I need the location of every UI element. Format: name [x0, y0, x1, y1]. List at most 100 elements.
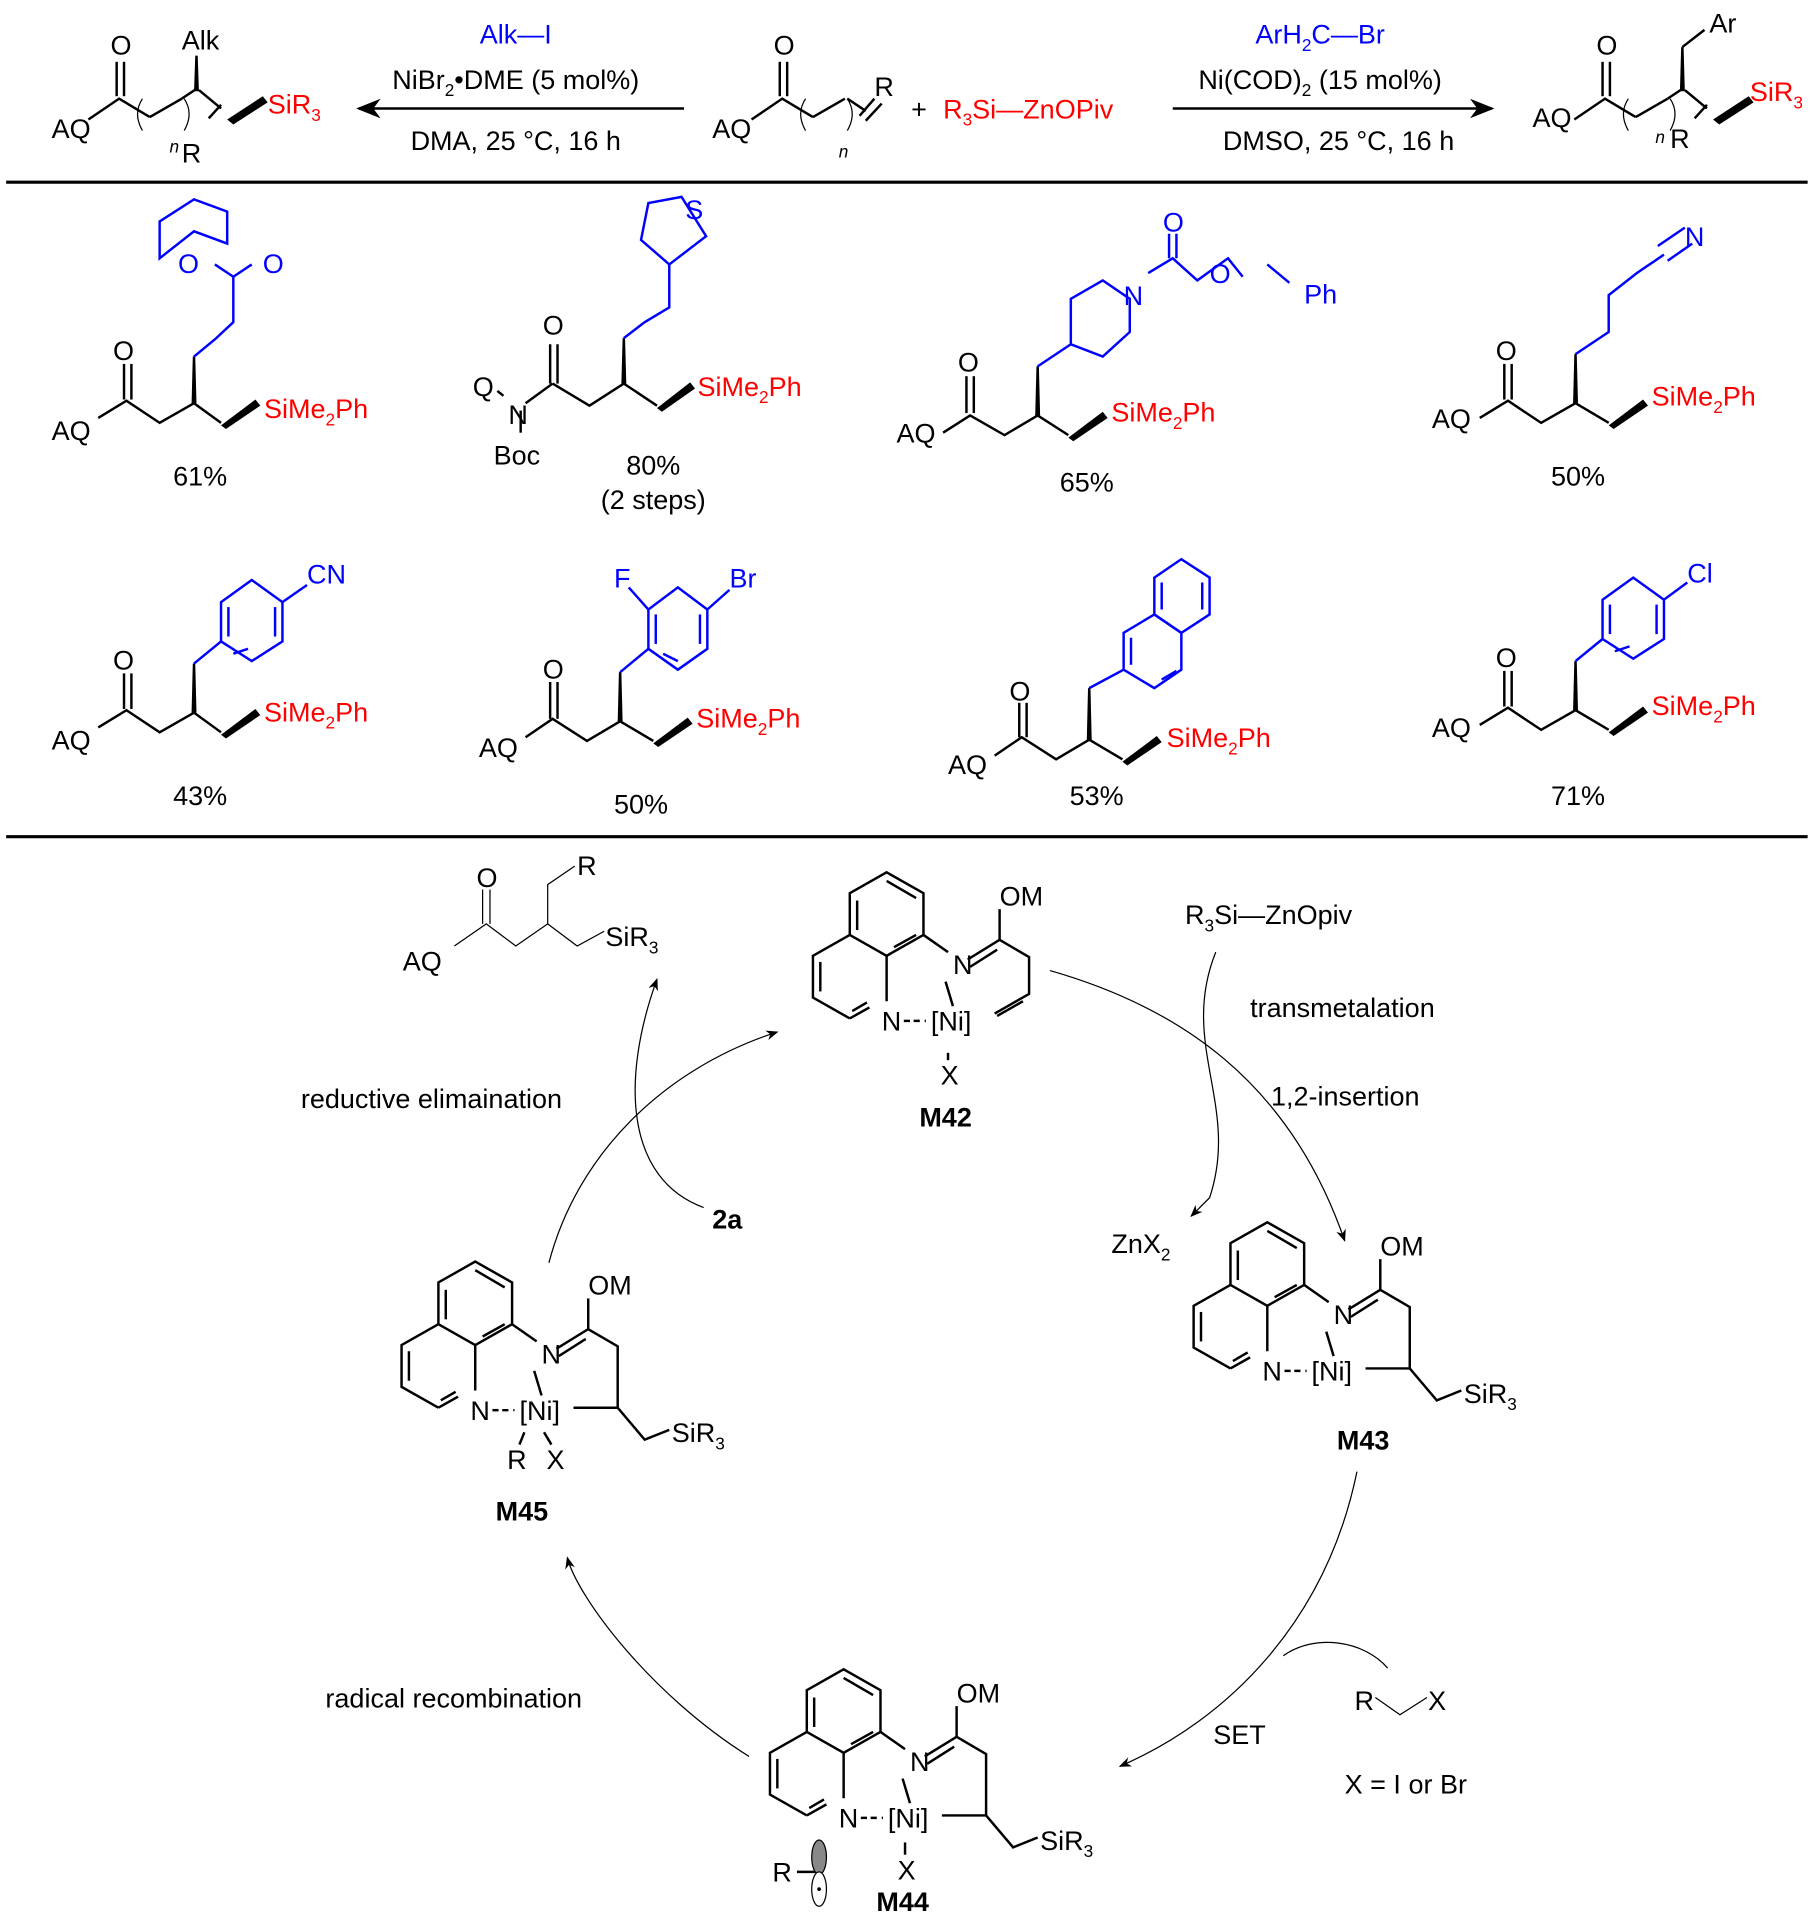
- thiophane-s: S: [685, 195, 703, 225]
- silyl-label: SiMe2Ph: [1652, 382, 1756, 417]
- quinoline-n: N: [470, 1396, 489, 1426]
- aq-label: AQ: [52, 416, 91, 446]
- enolate-om: OM: [1380, 1231, 1423, 1261]
- silyl-label: SiMe2Ph: [264, 697, 368, 732]
- enolate-om: OM: [957, 1678, 1001, 1708]
- carbonyl-o: O: [774, 30, 795, 60]
- nickel-center: [Ni]: [888, 1804, 929, 1834]
- alkyl-halide: R X X = I or Br: [1345, 1686, 1467, 1800]
- arrow-insertion: [1049, 969, 1346, 1242]
- scope-compound-7: O AQ SiMe2Ph 53%: [948, 557, 1271, 811]
- yield-label: 80%: [626, 450, 680, 480]
- amide-n: N: [910, 1747, 930, 1777]
- zinc-byproduct: ZnX2: [1111, 1229, 1170, 1264]
- cycle-product: O AQ R SiR3: [403, 851, 659, 977]
- ar-label: Ar: [1709, 8, 1736, 38]
- intermediate-m45: N N [Ni] R X OM SiR3 M45: [400, 1260, 725, 1527]
- halide-note: X = I or Br: [1345, 1769, 1467, 1799]
- quinoline-n: N: [1262, 1357, 1282, 1387]
- carbonyl-o: O: [958, 347, 979, 377]
- alk-i-reagent: Alk—I: [480, 19, 552, 49]
- aq-label: AQ: [403, 947, 442, 977]
- yield-note: (2 steps): [601, 485, 706, 515]
- step-transmetalation: transmetalation: [1250, 993, 1435, 1023]
- aq-label: AQ: [1432, 713, 1471, 743]
- aq-label: AQ: [52, 726, 91, 756]
- carbonyl-o: O: [476, 863, 497, 893]
- carbonyl-o: O: [543, 654, 564, 684]
- yield-label: 43%: [173, 781, 227, 811]
- nicod-catalyst: Ni(COD)2 (15 mol%): [1198, 65, 1442, 100]
- quinoline-n: N: [882, 1007, 902, 1037]
- scope-compound-5: CN O AQ SiMe2Ph 43%: [52, 560, 369, 811]
- dioxane-o1: O: [178, 249, 199, 279]
- header-reaction: O AQ Alk n R SiR3 Alk—I NiBr2•DME (5 mol…: [52, 8, 1803, 168]
- scope-compound-3: N O O Ph O AQ SiMe2Ph 65%: [896, 207, 1337, 497]
- alkyl-halide-r: R: [1354, 1686, 1374, 1716]
- nibr2-catalyst: NiBr2•DME (5 mol%): [392, 65, 639, 100]
- carbonyl-o: O: [113, 336, 134, 366]
- arrow-reductive-elimination: [634, 977, 704, 1209]
- scope-compound-8: Cl O AQ SiMe2Ph 71%: [1432, 559, 1756, 811]
- right-product: O AQ Ar n R SiR3: [1533, 8, 1803, 153]
- right-conditions: DMSO, 25 °C, 16 h: [1223, 126, 1454, 156]
- catalytic-cycle: O AQ R SiR3 N N [Ni] X OM M42: [301, 851, 1517, 1917]
- chloro-label: Cl: [1687, 559, 1713, 589]
- aq-label: AQ: [896, 419, 935, 449]
- scope-compound-6: F Br O AQ SiMe2Ph 50%: [479, 563, 800, 819]
- aq-label: AQ: [1432, 404, 1471, 434]
- amide-n: N: [1334, 1300, 1354, 1330]
- carbonyl-o: O: [1009, 676, 1030, 706]
- quinoline-n: N: [839, 1804, 859, 1834]
- carbamate-o: O: [1163, 207, 1184, 237]
- left-product: O AQ Alk n R SiR3: [52, 26, 321, 169]
- n-label: n: [839, 142, 849, 162]
- halide-x: X: [941, 1061, 959, 1091]
- left-conditions: DMA, 25 °C, 16 h: [411, 126, 621, 156]
- silylzinc-reagent: R3Si—ZnOPiv: [943, 94, 1114, 129]
- scope-compound-4: N O AQ SiMe2Ph 50%: [1432, 222, 1756, 491]
- aq-label: AQ: [1533, 103, 1572, 133]
- bromo-label: Br: [729, 563, 756, 593]
- silyl-label: SiMe2Ph: [696, 703, 800, 738]
- carbonyl-o: O: [111, 30, 132, 60]
- intermediate-m42: N N [Ni] X OM M42: [811, 871, 1043, 1133]
- n-label: n: [169, 137, 179, 157]
- halide-x: X: [898, 1855, 916, 1885]
- yield-label: 50%: [1551, 461, 1605, 491]
- intermediate-label: M44: [876, 1887, 929, 1917]
- boc-label: Boc: [494, 441, 541, 471]
- arrow-set: [1118, 1471, 1358, 1767]
- r-label: R: [577, 851, 597, 881]
- ester-o: O: [1210, 259, 1231, 289]
- alkyl-r: R: [507, 1445, 527, 1475]
- step-set: SET: [1213, 1720, 1266, 1750]
- aq-label: AQ: [712, 114, 751, 144]
- substrate: O AQ n R: [712, 30, 894, 161]
- yield-label: 71%: [1551, 781, 1605, 811]
- dioxane-o2: O: [263, 249, 284, 279]
- aq-label: AQ: [52, 114, 91, 144]
- arrow-transmetalation: [1190, 951, 1220, 1218]
- alkyl-halide-x: X: [1428, 1686, 1446, 1716]
- silyl-label: SiMe2Ph: [698, 372, 802, 407]
- silyl-label: SiMe2Ph: [1111, 398, 1215, 433]
- alk-label: Alk: [182, 26, 220, 56]
- nickel-center: [Ni]: [931, 1007, 972, 1037]
- nickel-center: [Ni]: [519, 1396, 559, 1426]
- n-label: N: [508, 400, 528, 430]
- silylzinc-reagent: R3Si—ZnOpiv: [1185, 900, 1353, 935]
- fluoro-label: F: [614, 563, 631, 593]
- silyl-label: SiR3: [605, 922, 658, 957]
- arrow-alkyl-halide-in: [1282, 1641, 1389, 1669]
- scope-compound-2: S O Q N Boc SiMe2Ph 80% (2 steps): [473, 195, 802, 515]
- carbonyl-o: O: [1596, 30, 1617, 60]
- amide-n: N: [542, 1340, 562, 1370]
- yield-label: 50%: [614, 789, 668, 819]
- silyl-label: SiR3: [1040, 1826, 1093, 1861]
- amide-n: N: [953, 950, 973, 980]
- silyl-label: SiMe2Ph: [1167, 723, 1271, 758]
- intermediate-label: M43: [1337, 1425, 1390, 1455]
- piperidine-n: N: [1124, 281, 1144, 311]
